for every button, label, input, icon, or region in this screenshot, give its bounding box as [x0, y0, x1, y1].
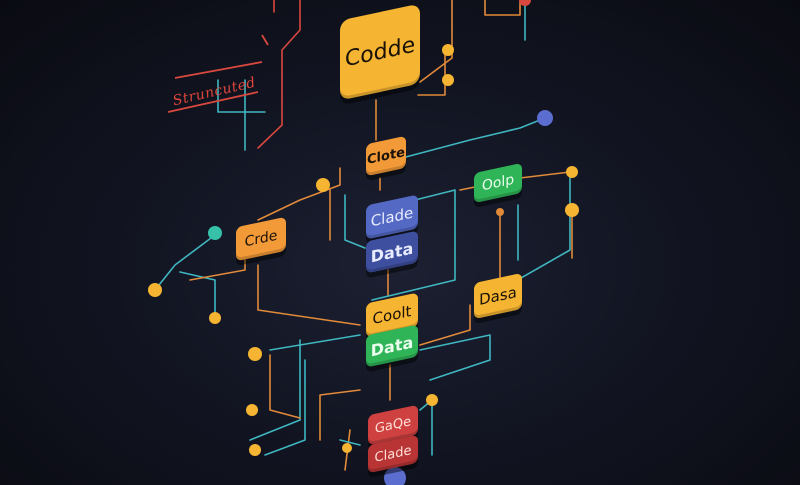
node-label: Data: [370, 331, 414, 361]
wire: [264, 359, 306, 456]
connector-dot: [148, 283, 162, 297]
connector-dot: [519, 0, 531, 6]
connector-dots: [148, 0, 579, 485]
connector-dot: [384, 467, 406, 485]
connector-dot: [316, 178, 330, 192]
wire: [154, 234, 216, 291]
wire: [257, 264, 361, 326]
tag-overline: [174, 61, 263, 79]
wire: [419, 334, 491, 381]
wire: [339, 439, 361, 446]
connector-dot: [566, 166, 578, 178]
connector-dot: [442, 74, 454, 86]
wire: [319, 389, 361, 441]
wire: [401, 117, 546, 159]
connector-dot: [246, 404, 258, 416]
connector-dot: [249, 444, 261, 456]
wire: [249, 339, 301, 441]
wire: [189, 254, 246, 281]
connector-dot: [342, 443, 352, 453]
node-label: Dasa: [479, 282, 517, 310]
connector-dot: [537, 110, 553, 126]
node-label: Coolt: [372, 301, 412, 329]
connector-dot: [442, 44, 454, 56]
wire: [419, 399, 433, 456]
wire: [257, 0, 301, 149]
wire: [371, 189, 456, 301]
connector-dot: [565, 203, 579, 217]
connector-dot: [496, 208, 504, 216]
connector-dot: [209, 312, 221, 324]
tag-underline: [167, 91, 259, 113]
wire: [419, 304, 471, 346]
wire: [269, 354, 301, 419]
wire: [179, 271, 216, 319]
node-label: Clade: [370, 203, 414, 231]
node-label: Clote: [367, 144, 405, 168]
connector-dot: [248, 347, 262, 361]
wire: [344, 194, 366, 249]
wire: [417, 81, 446, 96]
connector-dot: [208, 226, 222, 240]
wire: [257, 167, 341, 221]
wire: [419, 0, 453, 83]
wire: [269, 334, 361, 351]
node-code-main[interactable]: Codde: [340, 3, 420, 101]
wire: [499, 174, 571, 291]
node-label: Codde: [344, 32, 416, 72]
node-label: Oolp: [481, 171, 515, 195]
node-label: Data: [370, 237, 414, 267]
wire: [217, 79, 266, 113]
node-label: Clade: [374, 442, 412, 466]
connector-dot: [426, 394, 438, 406]
node-label: GaQe: [374, 413, 412, 437]
tag-spark: [261, 34, 269, 46]
wire: [484, 0, 521, 16]
node-label: Crde: [244, 227, 278, 251]
